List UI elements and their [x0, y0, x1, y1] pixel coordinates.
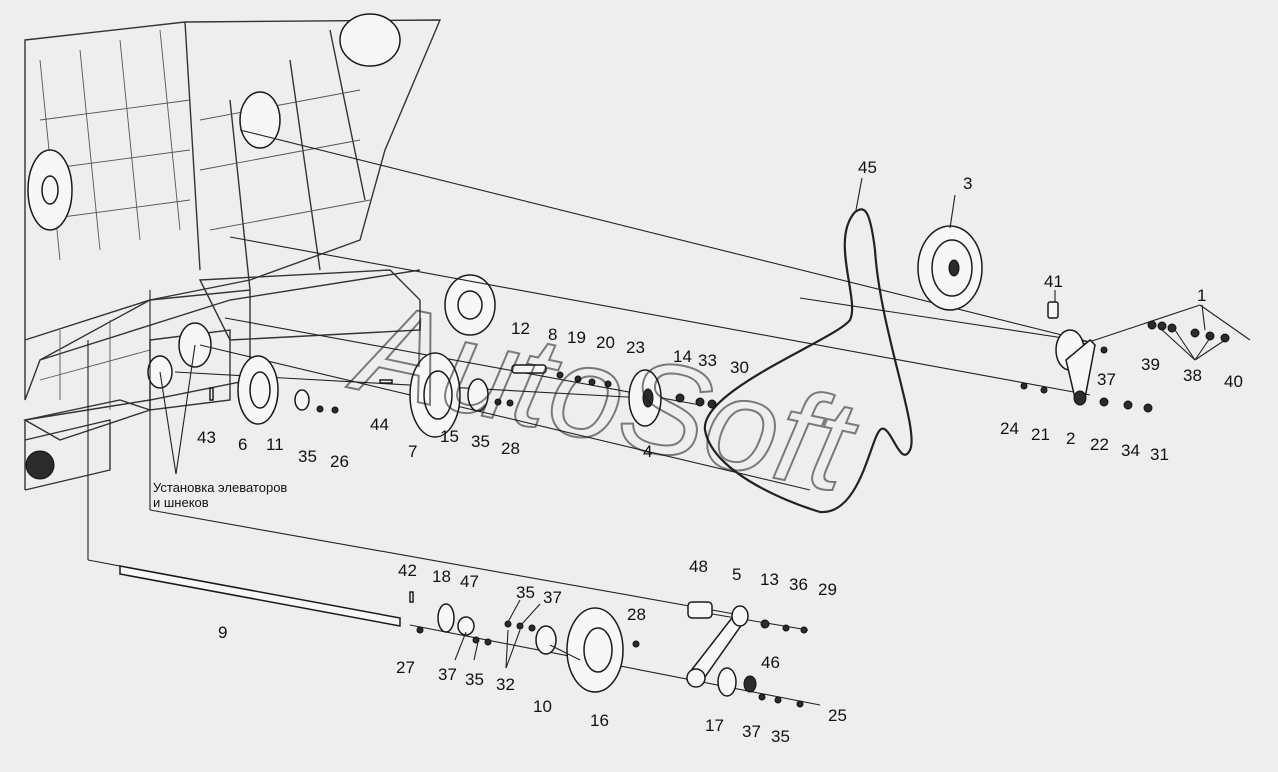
callout-5: 5 [732, 565, 741, 584]
callout-44: 44 [370, 415, 389, 434]
bolt-41 [1047, 301, 1059, 319]
callout-34: 34 [1121, 441, 1140, 460]
tensioner-arm-2 [1055, 329, 1096, 406]
callout-13: 13 [760, 570, 779, 589]
callout-labels: 1 2 3 4 5 6 7 8 9 10 11 12 13 14 15 16 1… [197, 158, 1243, 746]
callout-26: 26 [330, 452, 349, 471]
hub-15 [467, 378, 489, 412]
callout-29: 29 [818, 580, 837, 599]
callout-28-top: 28 [501, 439, 520, 458]
callout-27: 27 [396, 658, 415, 677]
callout-4: 4 [643, 442, 652, 461]
fasteners [209, 346, 1153, 708]
callout-37-d: 37 [742, 722, 761, 741]
callout-16: 16 [590, 711, 609, 730]
callout-10: 10 [533, 697, 552, 716]
callout-35-c: 35 [516, 583, 535, 602]
callout-23: 23 [626, 338, 645, 357]
callout-25: 25 [828, 706, 847, 725]
callout-37-a: 37 [1097, 370, 1116, 389]
callout-35-a: 35 [298, 447, 317, 466]
callout-19: 19 [567, 328, 586, 347]
shaft-9 [119, 565, 401, 627]
assembly-note: Установка элеваторов и шнеков [153, 480, 287, 510]
hub-10 [535, 625, 557, 655]
callout-8: 8 [548, 325, 557, 344]
pulley-4 [628, 369, 662, 427]
pulley-3 [917, 225, 983, 311]
callout-7: 7 [408, 442, 417, 461]
washer-11 [294, 389, 310, 411]
note-line-2: и шнеков [153, 495, 209, 510]
callout-47: 47 [460, 572, 479, 591]
pulley-7 [409, 352, 461, 438]
callout-14: 14 [673, 347, 692, 366]
pulley-6 [237, 355, 279, 425]
drive-belt [703, 208, 913, 514]
shaft-12 [511, 364, 547, 374]
callout-35-d: 35 [465, 670, 484, 689]
callout-41: 41 [1044, 272, 1063, 291]
callout-48: 48 [689, 557, 708, 576]
callout-43: 43 [197, 428, 216, 447]
callout-45: 45 [858, 158, 877, 177]
flange-18 [437, 603, 455, 633]
note-line-1: Установка элеваторов [153, 480, 287, 495]
callout-42: 42 [398, 561, 417, 580]
callout-22: 22 [1090, 435, 1109, 454]
bushing-48 [687, 601, 713, 619]
watermark-text: AutoSoft [339, 271, 869, 520]
callout-3: 3 [963, 174, 972, 193]
callout-33: 33 [698, 351, 717, 370]
callout-2: 2 [1066, 429, 1075, 448]
callout-6: 6 [238, 435, 247, 454]
callout-9: 9 [218, 623, 227, 642]
bolt-assembly-38 [1147, 320, 1230, 343]
callout-36: 36 [789, 575, 808, 594]
callout-17: 17 [705, 716, 724, 735]
pulley-16 [566, 607, 624, 693]
callout-21: 21 [1031, 425, 1050, 444]
callout-20: 20 [596, 333, 615, 352]
callout-15: 15 [440, 427, 459, 446]
callout-37-c: 37 [438, 665, 457, 684]
callout-39: 39 [1141, 355, 1160, 374]
callout-38: 38 [1183, 366, 1202, 385]
callout-leaders [159, 177, 1226, 669]
callout-30: 30 [730, 358, 749, 377]
callout-35-b: 35 [471, 432, 490, 451]
callout-11: 11 [266, 435, 284, 454]
callout-31: 31 [1150, 445, 1169, 464]
callout-1: 1 [1197, 286, 1206, 305]
callout-37-b: 37 [543, 588, 562, 607]
callout-46: 46 [761, 653, 780, 672]
callout-18: 18 [432, 567, 451, 586]
callout-24: 24 [1000, 419, 1019, 438]
callout-32: 32 [496, 675, 515, 694]
bushing-47 [457, 616, 475, 636]
callout-12: 12 [511, 319, 530, 338]
callout-28-bottom: 28 [627, 605, 646, 624]
tensioner-arm-5 [686, 605, 749, 688]
callout-40: 40 [1224, 372, 1243, 391]
bushing-46 [743, 675, 757, 693]
callout-35-e: 35 [771, 727, 790, 746]
pulley-17 [717, 667, 737, 697]
